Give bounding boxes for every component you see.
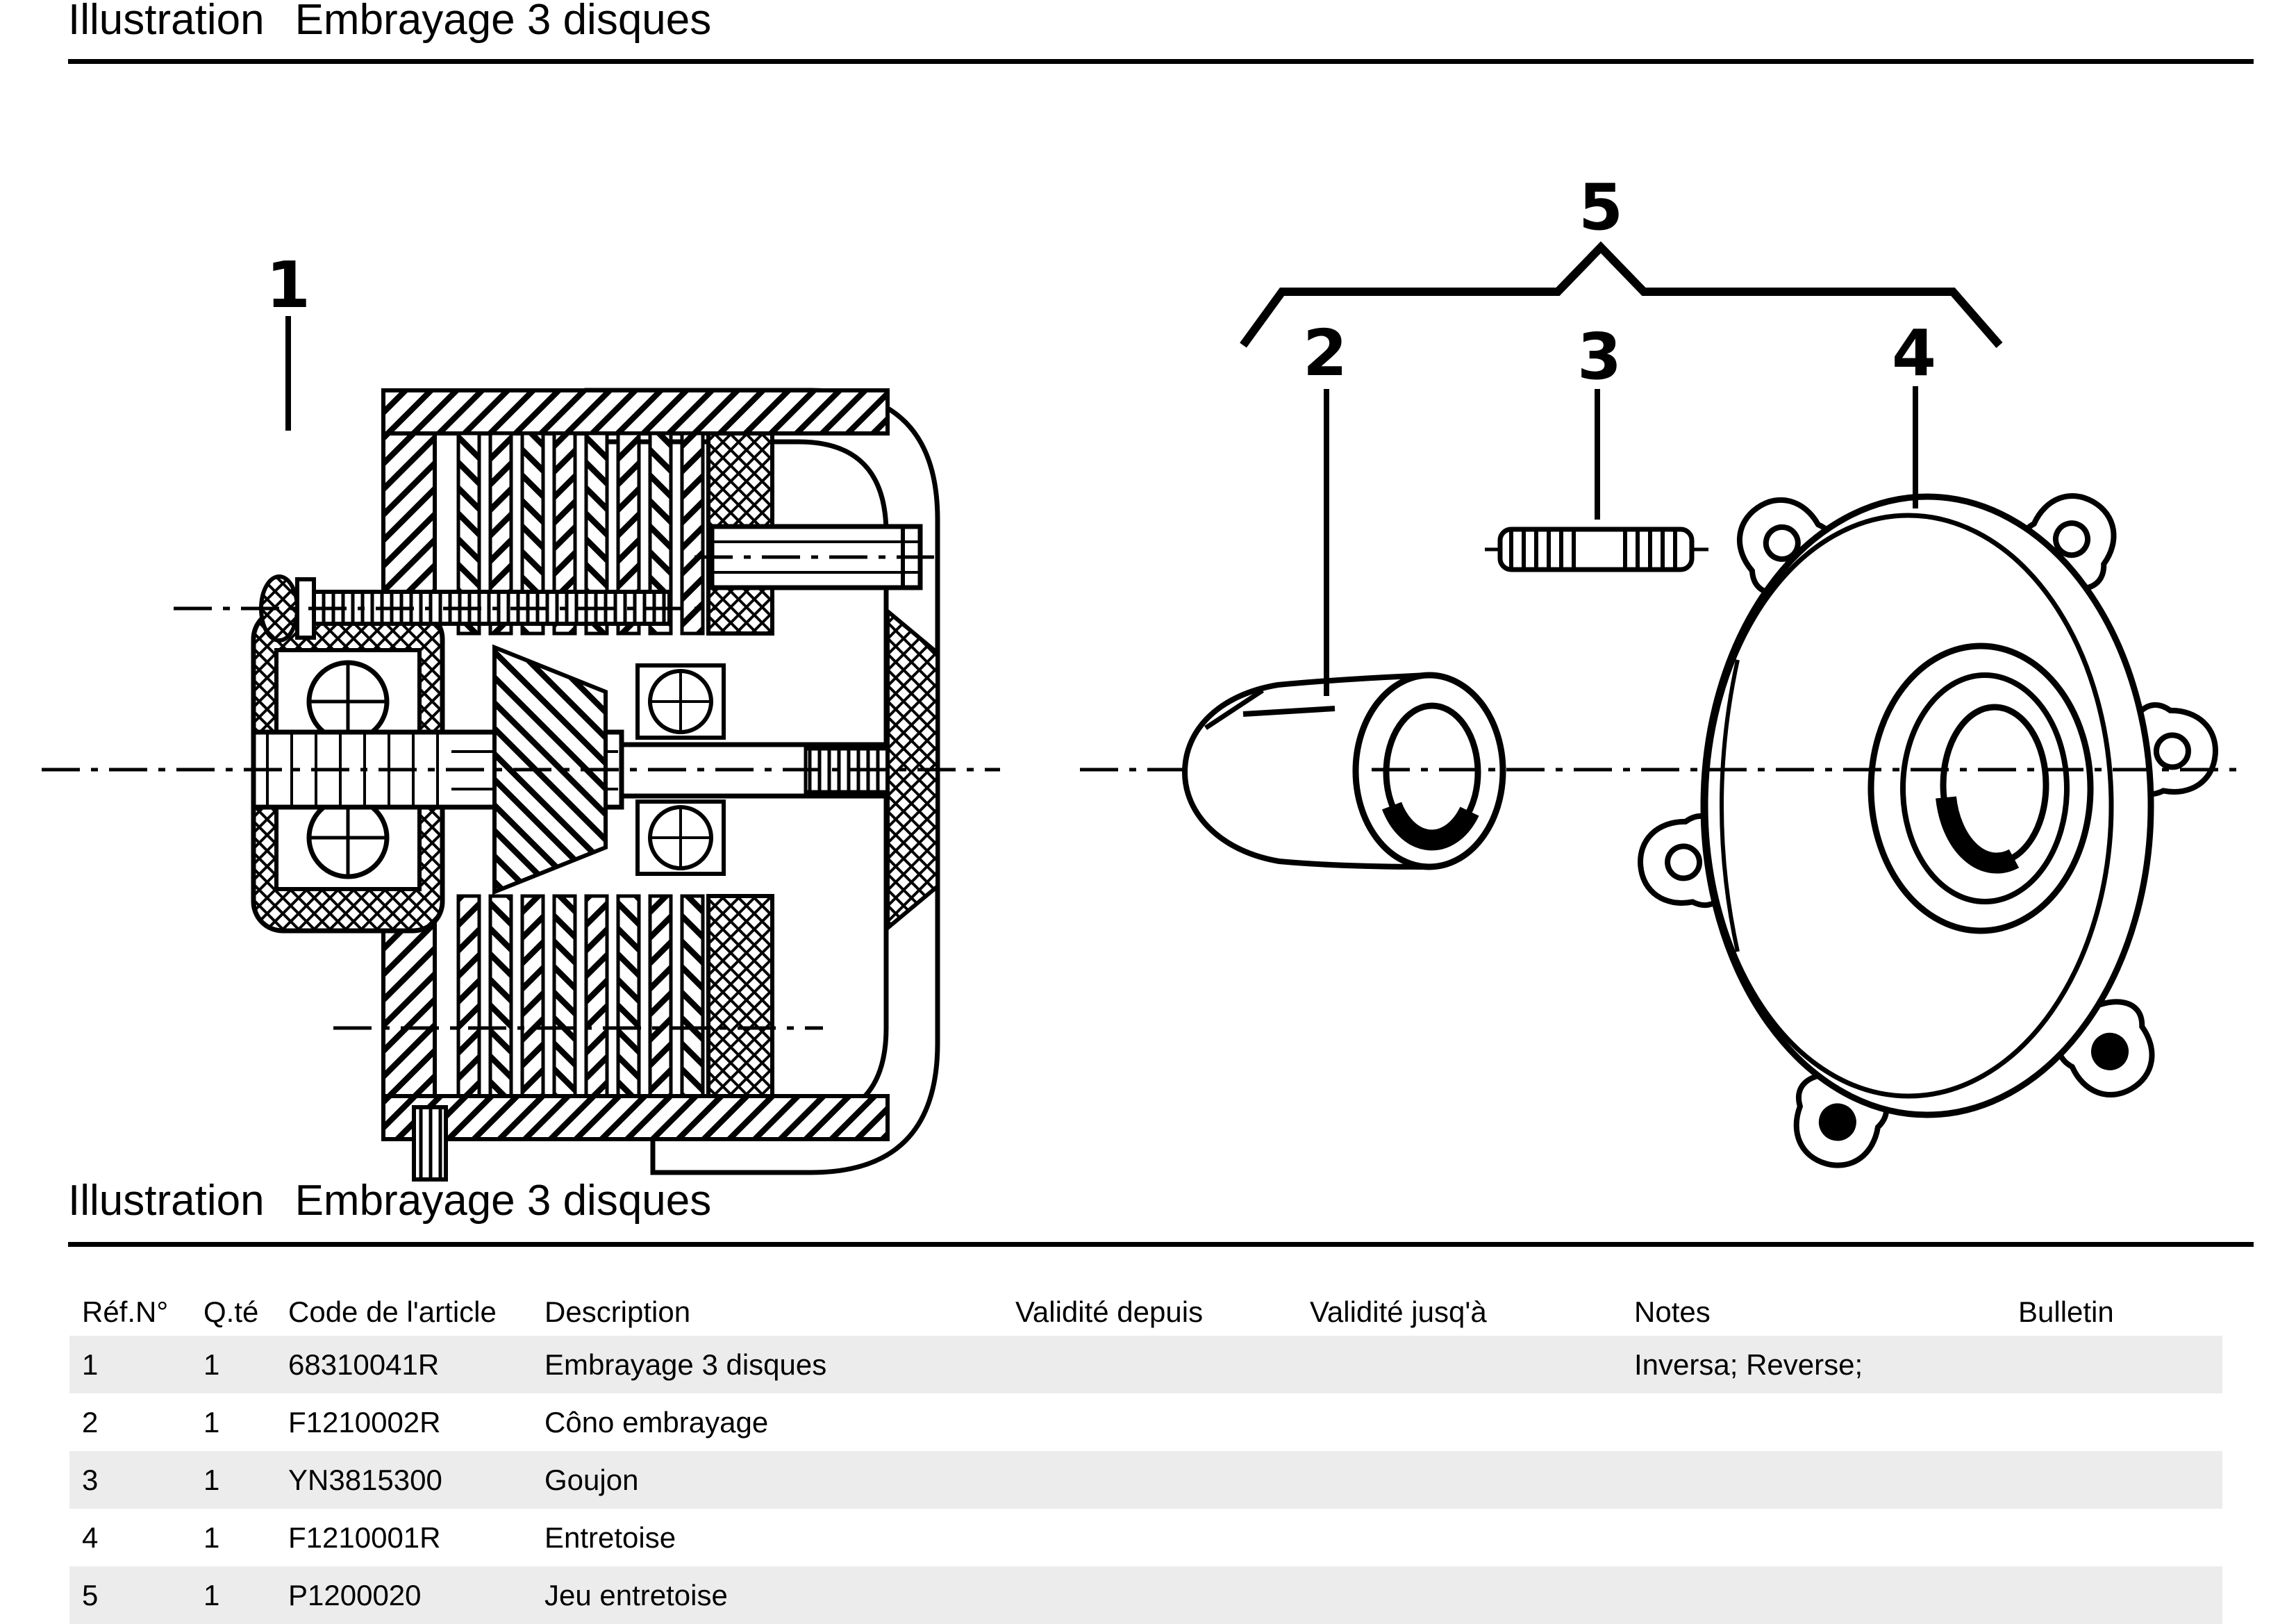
cell-ref: 4 bbox=[82, 1521, 99, 1554]
part-label-4: 4 bbox=[1892, 316, 1936, 390]
table-row: 1 1 68310041R Embrayage 3 disques Invers… bbox=[69, 1336, 2222, 1393]
cell-qty: 1 bbox=[203, 1348, 220, 1381]
col-header-valid-to: Validité jusq'à bbox=[1310, 1295, 1487, 1328]
part-label-2: 2 bbox=[1303, 316, 1347, 390]
col-header-valid-from: Validité depuis bbox=[1015, 1295, 1204, 1328]
stud-drawing bbox=[1485, 527, 1708, 572]
col-header-qty: Q.té bbox=[203, 1295, 259, 1328]
part-label-5: 5 bbox=[1579, 170, 1623, 245]
table-row: 2 1 F1210002R Côno embrayage bbox=[69, 1393, 2222, 1451]
part-label-1: 1 bbox=[266, 248, 310, 322]
cone-drawing bbox=[1181, 672, 1506, 870]
table-title-label: Illustration bbox=[68, 1177, 265, 1225]
col-header-ref: Réf.N° bbox=[82, 1295, 169, 1328]
clutch-assembly-drawing bbox=[251, 388, 940, 1182]
cover-drawing bbox=[1638, 493, 2218, 1168]
cell-description: Embrayage 3 disques bbox=[544, 1348, 827, 1381]
parts-table-header: Réf.N° Q.té Code de l'article Descriptio… bbox=[69, 1289, 2222, 1336]
table-title-text: Embrayage 3 disques bbox=[294, 1177, 712, 1225]
col-header-description: Description bbox=[544, 1295, 691, 1328]
cell-code: YN3815300 bbox=[288, 1463, 442, 1496]
col-header-code: Code de l'article bbox=[288, 1295, 497, 1328]
cell-qty: 1 bbox=[203, 1521, 220, 1554]
parts-table: Réf.N° Q.té Code de l'article Descriptio… bbox=[69, 1289, 2222, 1624]
cell-notes: Inversa; Reverse; bbox=[1634, 1348, 1863, 1381]
page-title-text: Embrayage 3 disques bbox=[294, 0, 712, 44]
cell-qty: 1 bbox=[203, 1578, 220, 1611]
cell-qty: 1 bbox=[203, 1463, 220, 1496]
exploded-parts-diagram: 1 2 3 4 5 bbox=[42, 170, 2243, 1182]
col-header-notes: Notes bbox=[1634, 1295, 1711, 1328]
cell-description: Entretoise bbox=[544, 1521, 676, 1554]
table-row: 5 1 P1200020 Jeu entretoise bbox=[69, 1566, 2222, 1624]
cell-description: Jeu entretoise bbox=[544, 1578, 728, 1611]
table-row: 3 1 YN3815300 Goujon bbox=[69, 1451, 2222, 1509]
cell-description: Côno embrayage bbox=[544, 1405, 769, 1439]
table-title: Illustration Embrayage 3 disques bbox=[68, 1177, 711, 1225]
cell-ref: 1 bbox=[82, 1348, 99, 1381]
cell-ref: 5 bbox=[82, 1578, 99, 1611]
cell-ref: 2 bbox=[82, 1405, 99, 1439]
cell-qty: 1 bbox=[203, 1405, 220, 1439]
table-row: 4 1 F1210001R Entretoise bbox=[69, 1509, 2222, 1566]
cell-description: Goujon bbox=[544, 1463, 639, 1496]
cell-code: P1200020 bbox=[288, 1578, 422, 1611]
cell-code: 68310041R bbox=[288, 1348, 440, 1381]
table-divider bbox=[68, 1242, 2254, 1247]
page-title-label: Illustration bbox=[68, 0, 265, 44]
title-divider bbox=[68, 59, 2254, 64]
group-5-bracket bbox=[1240, 241, 2003, 348]
cell-ref: 3 bbox=[82, 1463, 99, 1496]
page-title: Illustration Embrayage 3 disques bbox=[68, 0, 711, 44]
cell-code: F1210002R bbox=[288, 1405, 441, 1439]
col-header-bulletin: Bulletin bbox=[2018, 1295, 2114, 1328]
part-label-3: 3 bbox=[1577, 320, 1622, 394]
cell-code: F1210001R bbox=[288, 1521, 441, 1554]
